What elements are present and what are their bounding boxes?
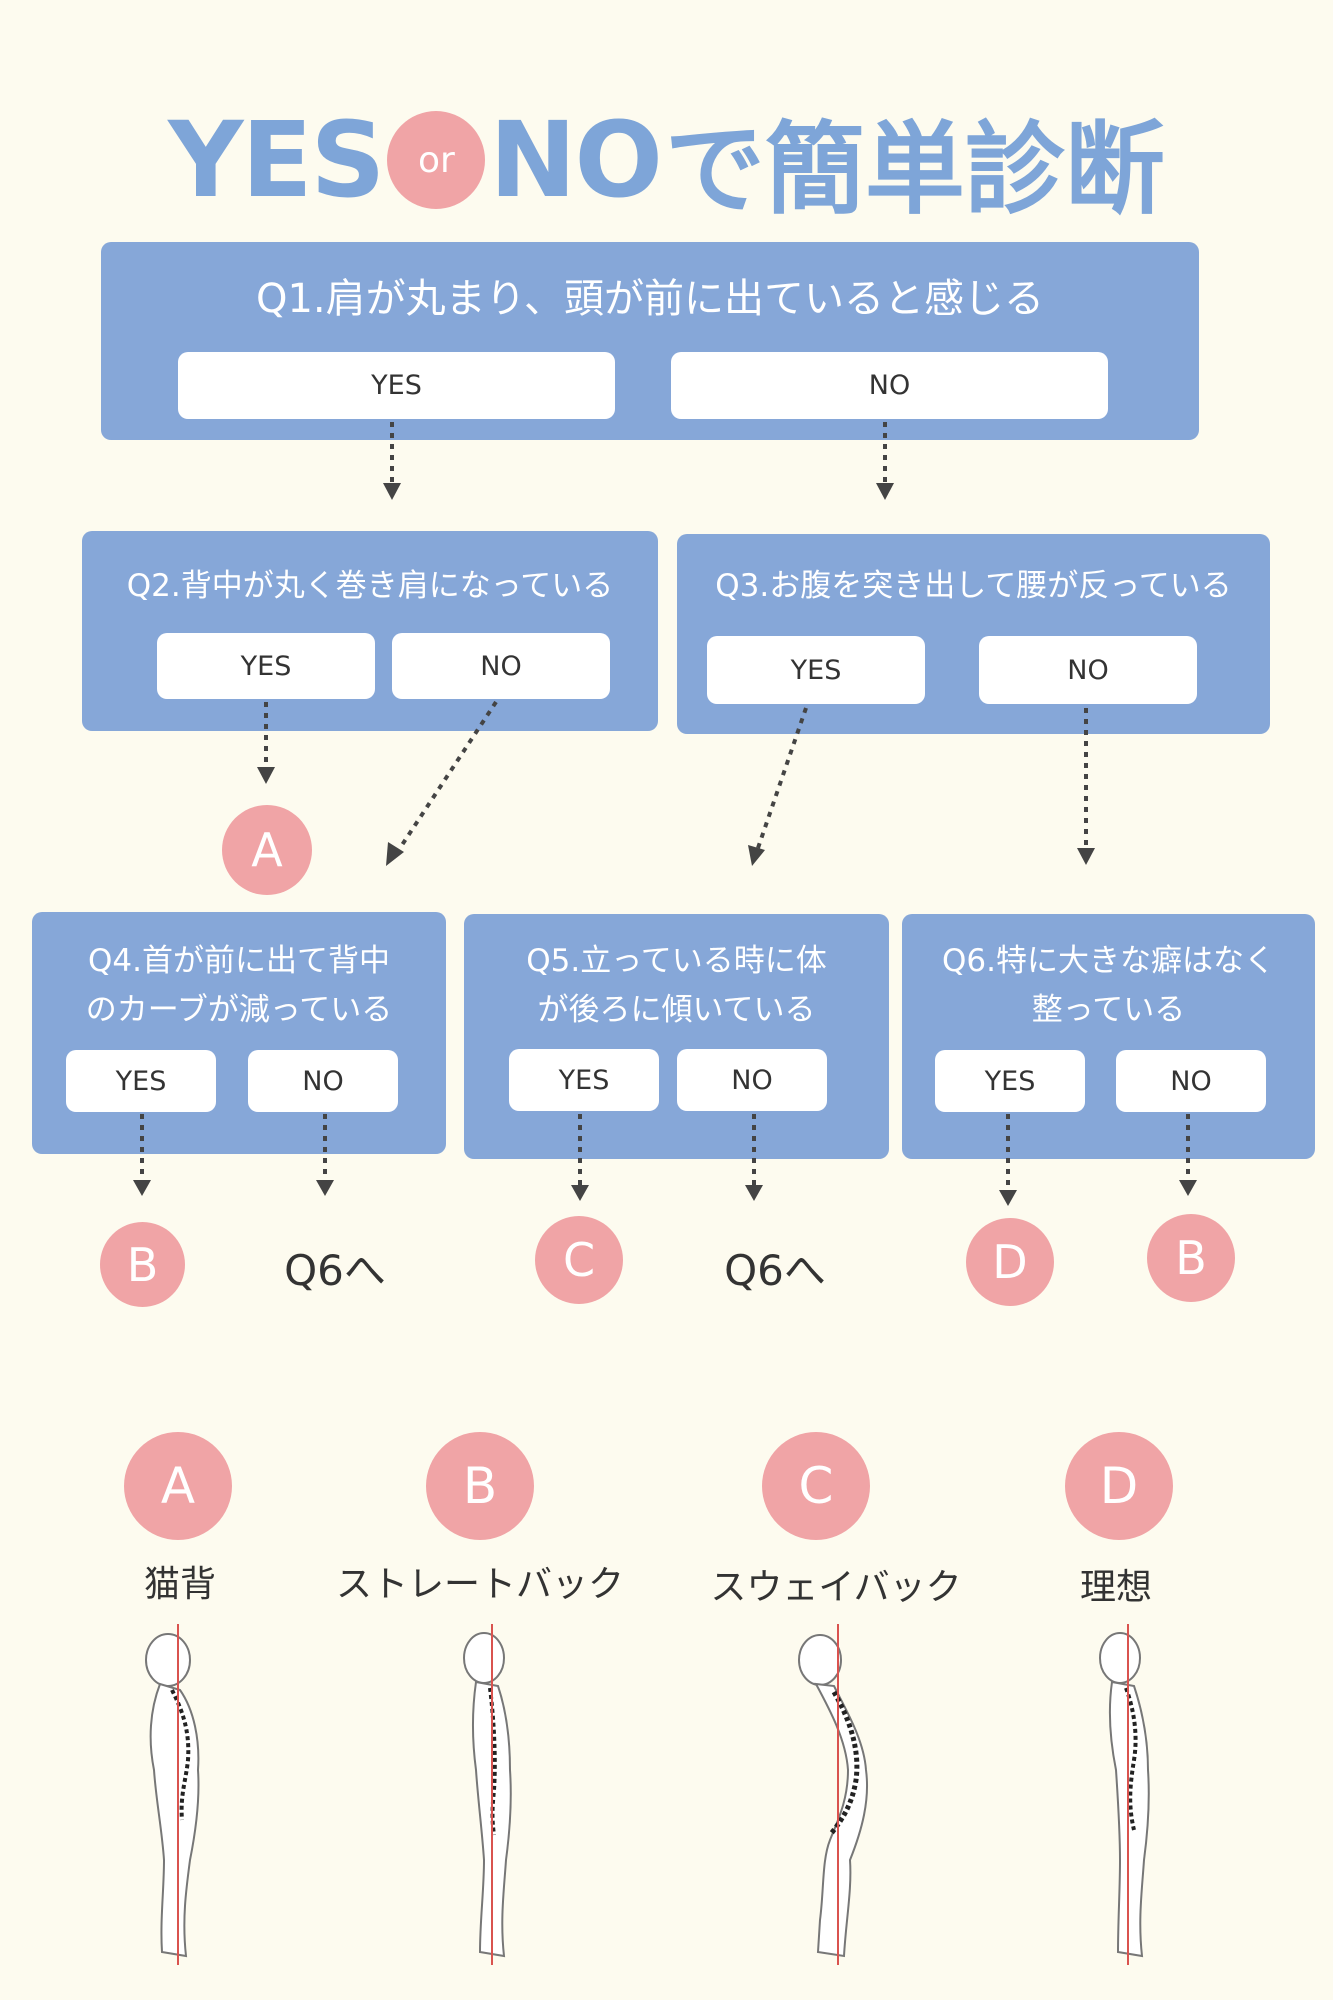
q3-question: Q3.お腹を突き出して腰が反っている <box>715 568 1232 604</box>
q5-question-line1: Q5.立っている時に体 <box>526 943 827 979</box>
posture-figure-d <box>1099 1624 1150 1965</box>
title-no: NO <box>489 99 662 221</box>
arrowhead-q6-no <box>1179 1180 1197 1196</box>
q4-no-button[interactable]: NO <box>248 1050 398 1112</box>
q6-no-result-circle: B <box>1147 1214 1235 1302</box>
q5-yes-result-circle: C <box>535 1216 623 1304</box>
arrowhead-q2-no <box>386 842 404 866</box>
type-c-name: スウェイバック <box>710 1567 962 1608</box>
q3-no-button[interactable]: NO <box>979 636 1197 704</box>
arrowhead-q5-no <box>745 1185 763 1201</box>
type-d-name: 理想 <box>1079 1567 1152 1608</box>
type-b-name: ストレートバック <box>335 1564 624 1605</box>
arrowhead-q2-yes <box>257 767 275 784</box>
q2-yes-button[interactable]: YES <box>157 633 375 699</box>
type-c-circle: C <box>762 1432 870 1540</box>
title-yes: YES <box>168 99 385 221</box>
q6-box <box>902 914 1315 1159</box>
arrow-q3-yes <box>756 707 808 849</box>
q4-box <box>32 912 446 1154</box>
q4-yes-button[interactable]: YES <box>66 1050 216 1112</box>
posture-figure-b <box>463 1624 512 1965</box>
posture-figure-a <box>145 1624 200 1965</box>
title-or-badge: or <box>387 111 486 209</box>
q1-question: Q1.肩が丸まり、頭が前に出ていると感じる <box>255 276 1045 322</box>
q1-no-button[interactable]: NO <box>671 352 1108 419</box>
type-a-circle: A <box>124 1432 232 1540</box>
q6-question-line1: Q6.特に大きな癖はなく <box>942 943 1275 979</box>
arrowhead-q3-no <box>1077 848 1095 865</box>
q2-no-button[interactable]: NO <box>392 633 610 699</box>
arrowhead-q6-yes <box>999 1190 1017 1206</box>
q5-no-button[interactable]: NO <box>677 1049 827 1111</box>
q5-question-line2: が後ろに傾いている <box>537 992 816 1028</box>
title-rest: で簡単診断 <box>664 110 1165 228</box>
arrowhead-q1-no <box>876 483 894 500</box>
q1-yes-button[interactable]: YES <box>178 352 615 419</box>
q4-question-line1: Q4.首が前に出て背中 <box>88 943 390 979</box>
type-a-name: 猫背 <box>143 1564 216 1605</box>
q6-question-line2: 整っている <box>1031 992 1186 1028</box>
posture-figure-c <box>798 1624 869 1965</box>
arrowhead-q1-yes <box>383 483 401 500</box>
type-d-circle: D <box>1065 1432 1173 1540</box>
result-a-circle: A <box>222 805 312 895</box>
q6-yes-button[interactable]: YES <box>935 1050 1085 1112</box>
arrowhead-q3-yes <box>748 845 765 866</box>
q5-no-result-text: Q6へ <box>724 1245 826 1295</box>
q6-no-button[interactable]: NO <box>1116 1050 1266 1112</box>
arrowhead-q4-yes <box>133 1180 151 1196</box>
arrow-q2-no <box>398 700 498 850</box>
arrowhead-q5-yes <box>571 1185 589 1201</box>
q2-question: Q2.背中が丸く巻き肩になっている <box>126 568 614 604</box>
type-b-circle: B <box>426 1432 534 1540</box>
page-title: YES or NO で簡単診断 <box>0 95 1333 228</box>
q4-no-result-text: Q6へ <box>284 1245 386 1295</box>
q5-box <box>464 914 889 1159</box>
q5-yes-button[interactable]: YES <box>509 1049 659 1111</box>
arrowhead-q4-no <box>316 1180 334 1196</box>
q4-yes-result-circle: B <box>100 1222 185 1307</box>
q4-question-line2: のカーブが減っている <box>85 992 393 1028</box>
q6-yes-result-circle: D <box>966 1218 1054 1306</box>
q3-yes-button[interactable]: YES <box>707 636 925 704</box>
